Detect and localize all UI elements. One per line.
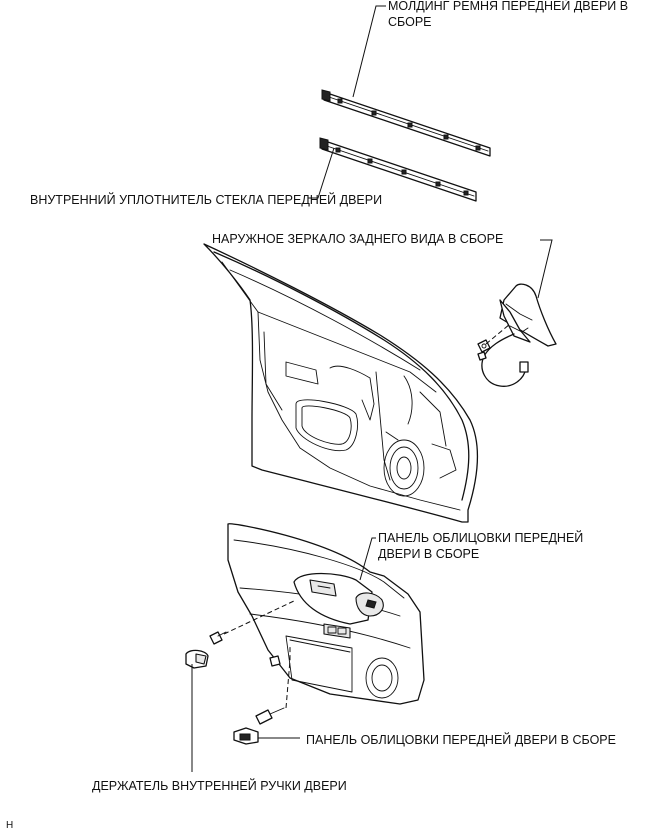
trim-screw-upper-dash <box>223 599 297 635</box>
glass-weatherstrip-label: ВНУТРЕННИЙ УПЛОТНИТЕЛЬ СТЕКЛА ПЕРЕДНЕЙ Д… <box>30 192 382 207</box>
trim-panel-label-line1: ПАНЕЛЬ ОБЛИЦОВКИ ПЕРЕДНЕЙ <box>378 530 583 545</box>
door-trim-panel-part <box>227 523 425 705</box>
belt-molding-label-line1: МОЛДИНГ РЕМНЯ ПЕРЕДНЕЙ ДВЕРИ В <box>388 0 628 13</box>
outer-mirror-leader <box>537 239 553 299</box>
corner-mark: H <box>6 820 13 831</box>
belt-molding-part <box>321 89 491 157</box>
outer-mirror-dash-leader <box>485 323 511 345</box>
trim-screw-lower <box>255 707 285 725</box>
outer-mirror-part <box>477 283 557 387</box>
belt-molding-leader <box>352 5 386 98</box>
handle-bezel-label: ДЕРЖАТЕЛЬ ВНУТРЕННЕЙ РУЧКИ ДВЕРИ <box>92 778 347 793</box>
trim-lower-piece-part <box>233 727 259 745</box>
glass-weatherstrip-leader <box>308 147 335 199</box>
trim-panel-label-line2: ДВЕРИ В СБОРЕ <box>378 547 479 561</box>
belt-molding-label-line2: СБОРЕ <box>388 15 432 29</box>
trim-screw-upper <box>209 631 227 645</box>
trim-screw-lower-dash <box>285 646 291 709</box>
trim-panel-leader <box>359 537 376 581</box>
glass-weatherstrip-part <box>319 137 477 202</box>
door-shell-part <box>203 243 479 523</box>
trim-panel-lower-label: ПАНЕЛЬ ОБЛИЦОВКИ ПЕРЕДНЕЙ ДВЕРИ В СБОРЕ <box>306 732 616 747</box>
inner-handle-bezel-part <box>185 649 209 669</box>
outer-mirror-label: НАРУЖНОЕ ЗЕРКАЛО ЗАДНЕГО ВИДА В СБОРЕ <box>212 232 503 246</box>
